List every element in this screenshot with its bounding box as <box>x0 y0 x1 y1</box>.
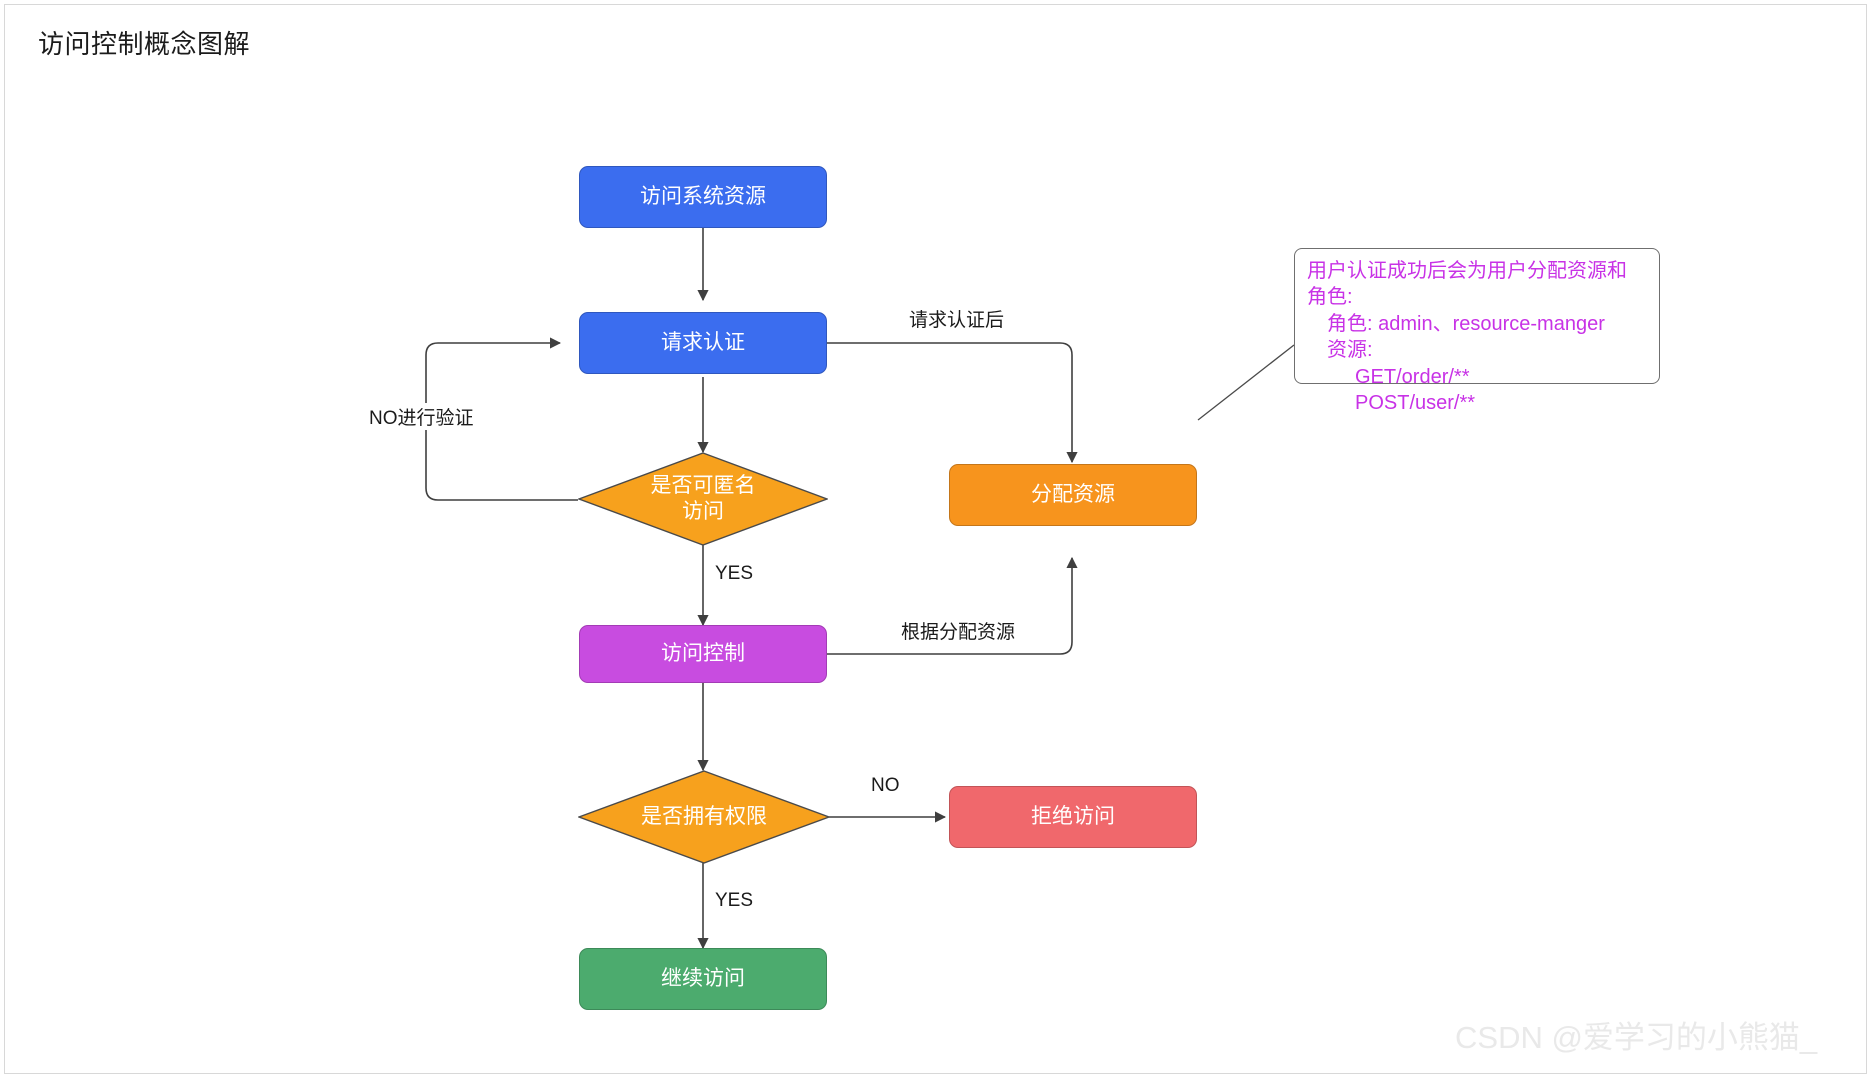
node-permission-check[interactable]: 是否拥有权限 <box>578 770 830 864</box>
node-access-resource-label: 访问系统资源 <box>640 184 766 208</box>
annotation-note-allocate-resource: 用户认证成功后会为用户分配资源和 角色: 角色: admin、resource-… <box>1294 248 1660 414</box>
diamond-shape-permission <box>578 770 830 864</box>
note-line-6: POST/user/** <box>1355 391 1476 414</box>
node-anonymous-check[interactable]: 是否可匿名 访问 <box>578 452 828 546</box>
note-line-5: GET/order/** <box>1355 365 1470 388</box>
node-anonymous-check-label: 是否可匿名 访问 <box>650 474 756 523</box>
edge-label-request-auth-after: 请求认证后 <box>906 305 1008 332</box>
csdn-watermark: CSDN @爱学习的小熊猫_ <box>1455 1020 1818 1055</box>
node-request-auth-label: 请求认证 <box>661 330 745 354</box>
node-access-control-label: 访问控制 <box>661 641 745 665</box>
note-line-4: 资源: <box>1327 339 1373 362</box>
note-line-3: 角色: admin、resource-manger <box>1327 312 1605 335</box>
node-request-auth[interactable]: 请求认证 <box>579 312 827 374</box>
edge-label-yes-anonymous: YES <box>712 563 757 585</box>
node-continue-access[interactable]: 继续访问 <box>579 948 827 1010</box>
page-title: 访问控制概念图解 <box>38 29 251 59</box>
canvas-frame <box>4 4 1867 1074</box>
node-allocate-resource[interactable]: 分配资源 <box>949 464 1197 526</box>
note-line-2: 角色: <box>1307 286 1353 309</box>
node-continue-access-label: 继续访问 <box>661 966 745 990</box>
edge-label-no-permission: NO <box>868 775 903 797</box>
edge-label-yes-permission: YES <box>712 890 757 912</box>
node-permission-check-label: 是否拥有权限 <box>641 805 767 829</box>
node-deny-access-label: 拒绝访问 <box>1031 804 1115 828</box>
node-deny-access[interactable]: 拒绝访问 <box>949 786 1197 848</box>
diamond-shape-anonymous <box>578 452 828 546</box>
node-access-control[interactable]: 访问控制 <box>579 625 827 683</box>
edge-label-by-allocated-resource: 根据分配资源 <box>898 617 1019 644</box>
node-access-resource[interactable]: 访问系统资源 <box>579 166 827 228</box>
edge-label-no-verify: NO进行验证 <box>366 403 477 430</box>
node-allocate-resource-label: 分配资源 <box>1031 482 1115 506</box>
note-line-1: 用户认证成功后会为用户分配资源和 <box>1307 260 1627 282</box>
